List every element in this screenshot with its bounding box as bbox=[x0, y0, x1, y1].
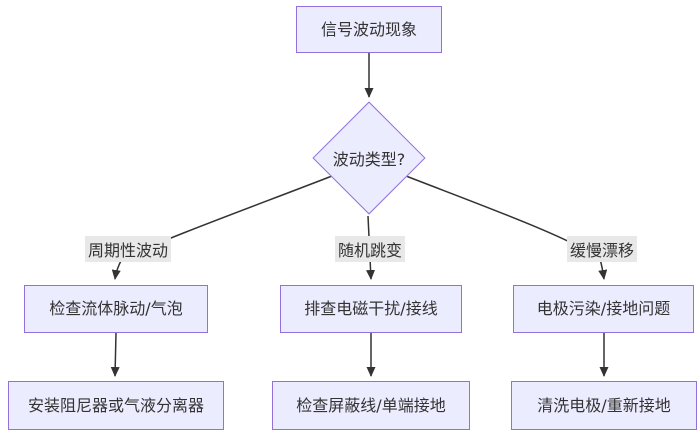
edge-label-periodic: 周期性波动 bbox=[84, 236, 172, 262]
node-check-fluid-pulsation: 检查流体脉动/气泡 bbox=[24, 285, 208, 333]
edge-label-drift: 缓慢漂移 bbox=[566, 236, 638, 262]
node-check-shield-grounding: 检查屏蔽线/单端接地 bbox=[272, 381, 470, 430]
node-check-emi-wiring: 排查电磁干扰/接线 bbox=[280, 285, 462, 333]
edge-label-random: 随机跳变 bbox=[334, 236, 406, 262]
node-clean-electrode-reground: 清洗电极/重新接地 bbox=[511, 381, 697, 430]
node-install-damper-separator: 安装阻尼器或气液分离器 bbox=[8, 381, 224, 430]
edge-periodic-step1-to-step2 bbox=[110, 332, 120, 377]
edge-decision-to-drift bbox=[405, 175, 608, 280]
decision-fluctuation-type: 波动类型? bbox=[332, 150, 406, 169]
node-electrode-contamination: 电极污染/接地问题 bbox=[513, 285, 694, 333]
edge-decision-to-periodic bbox=[111, 175, 333, 280]
node-signal-fluctuation: 信号波动现象 bbox=[296, 6, 442, 53]
